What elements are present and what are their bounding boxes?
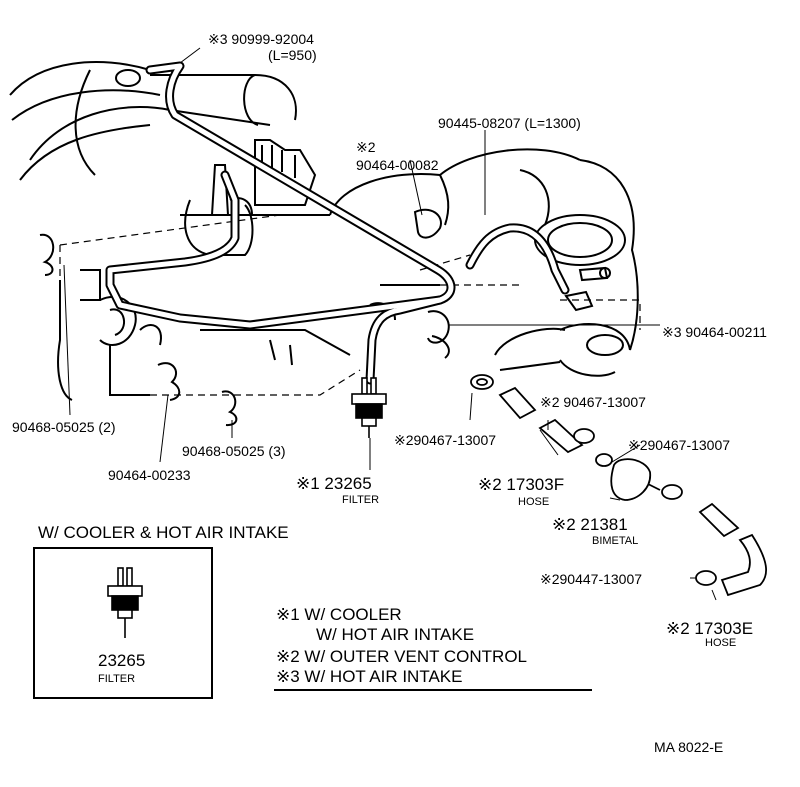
label-filter-number: ※1 23265 [296, 474, 372, 493]
label-90467-13007-a: ※2 90467-13007 [540, 394, 646, 410]
label-90464-00211: ※3 90464-00211 [662, 324, 767, 340]
label-hose-length-950: (L=950) [268, 47, 317, 63]
label-90468-05025-2: 90468-05025 (2) [12, 419, 116, 435]
legend-line-1b: W/ HOT AIR INTAKE [316, 625, 474, 644]
label-90467-13007-b: ※290467-13007 [394, 432, 496, 448]
legend-line-2: ※2 W/ OUTER VENT CONTROL [276, 647, 527, 666]
label-mark-2: ※2 [356, 139, 376, 155]
label-90468-05025-3: 90468-05025 (3) [182, 443, 286, 459]
label-bimetal-21381: ※2 21381 [552, 515, 628, 534]
label-90999-92004: ※3 90999-92004 [208, 31, 314, 47]
inset-filter-part [107, 567, 143, 638]
label-hose-e-name: HOSE [705, 637, 736, 649]
label-90447-13007: ※290447-13007 [540, 571, 642, 587]
label-90467-13007-c: ※290467-13007 [628, 437, 730, 453]
outer-vent-parts [470, 374, 767, 597]
label-90464-00233: 90464-00233 [108, 467, 191, 483]
inset-part-number: 23265 [98, 651, 145, 670]
label-90445-08207: 90445-08207 (L=1300) [438, 115, 581, 131]
vacuum-hoses [105, 61, 570, 385]
label-90464-00082: 90464-00082 [356, 157, 439, 173]
inset-part-name: FILTER [98, 673, 135, 685]
leader-lines [63, 47, 717, 601]
inset-cooler-hot-air: W/ COOLER & HOT AIR INTAKE 23265 FILTER [33, 523, 289, 699]
label-hose-f-name: HOSE [518, 496, 549, 508]
label-hose-17303e: ※2 17303E [666, 619, 753, 638]
label-filter-name: FILTER [342, 494, 379, 506]
legend-line-1: ※1 W/ COOLER [276, 605, 402, 624]
diagram-code: MA 8022-E [654, 739, 723, 755]
engine-block-drawing [9, 61, 639, 401]
label-hose-17303f: ※2 17303F [478, 475, 564, 494]
label-bimetal-name: BIMETAL [592, 535, 638, 547]
part-labels: ※3 90999-92004 (L=950) 90445-08207 (L=13… [12, 31, 767, 649]
reference-lines [59, 214, 641, 396]
legend: ※1 W/ COOLER W/ HOT AIR INTAKE ※2 W/ OUT… [274, 605, 592, 691]
legend-line-3: ※3 W/ HOT AIR INTAKE [276, 667, 462, 686]
hose-clips [39, 208, 594, 427]
inset-title: W/ COOLER & HOT AIR INTAKE [38, 523, 289, 542]
filter-23265-part [351, 377, 387, 438]
inset-frame [33, 547, 213, 699]
